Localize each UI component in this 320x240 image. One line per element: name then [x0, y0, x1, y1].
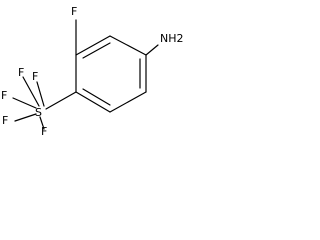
bond-sulfur-fluorine-3: [14, 113, 37, 122]
ring-bond-top-right: [109, 35, 147, 56]
atom-label-fluorine-3: F: [2, 114, 8, 127]
ring-double-bond-top: [82, 42, 111, 59]
atom-label-sulfur: S: [35, 106, 42, 119]
atom-label-fluorine-4: F: [41, 125, 47, 136]
bond-sulfur-fluorine-5: [36, 81, 45, 107]
atom-label-amine: NH2: [160, 32, 184, 45]
bond-sulfur-fluorine-2: [12, 97, 37, 109]
bond-sulfur-fluorine-4: [39, 116, 45, 130]
structure-diagram: F NH2 S F F F F F: [1, 5, 184, 136]
bond-sulfur-fluorine-1: [22, 76, 40, 107]
bond-ring-to-sulfur: [45, 91, 77, 110]
ring-bond-bottom-left: [75, 91, 111, 113]
ring-bond-top-left: [75, 35, 111, 56]
atom-label-fluorine-5: F: [32, 70, 38, 83]
ring-double-bond-bottom: [82, 88, 111, 106]
bond-ring-to-amine: [145, 44, 159, 56]
atom-label-fluorine-1: F: [18, 66, 24, 79]
atom-label-fluorine-ring: F: [71, 5, 77, 18]
atom-label-fluorine-2: F: [1, 89, 7, 102]
ring-bond-bottom-right: [109, 91, 147, 113]
